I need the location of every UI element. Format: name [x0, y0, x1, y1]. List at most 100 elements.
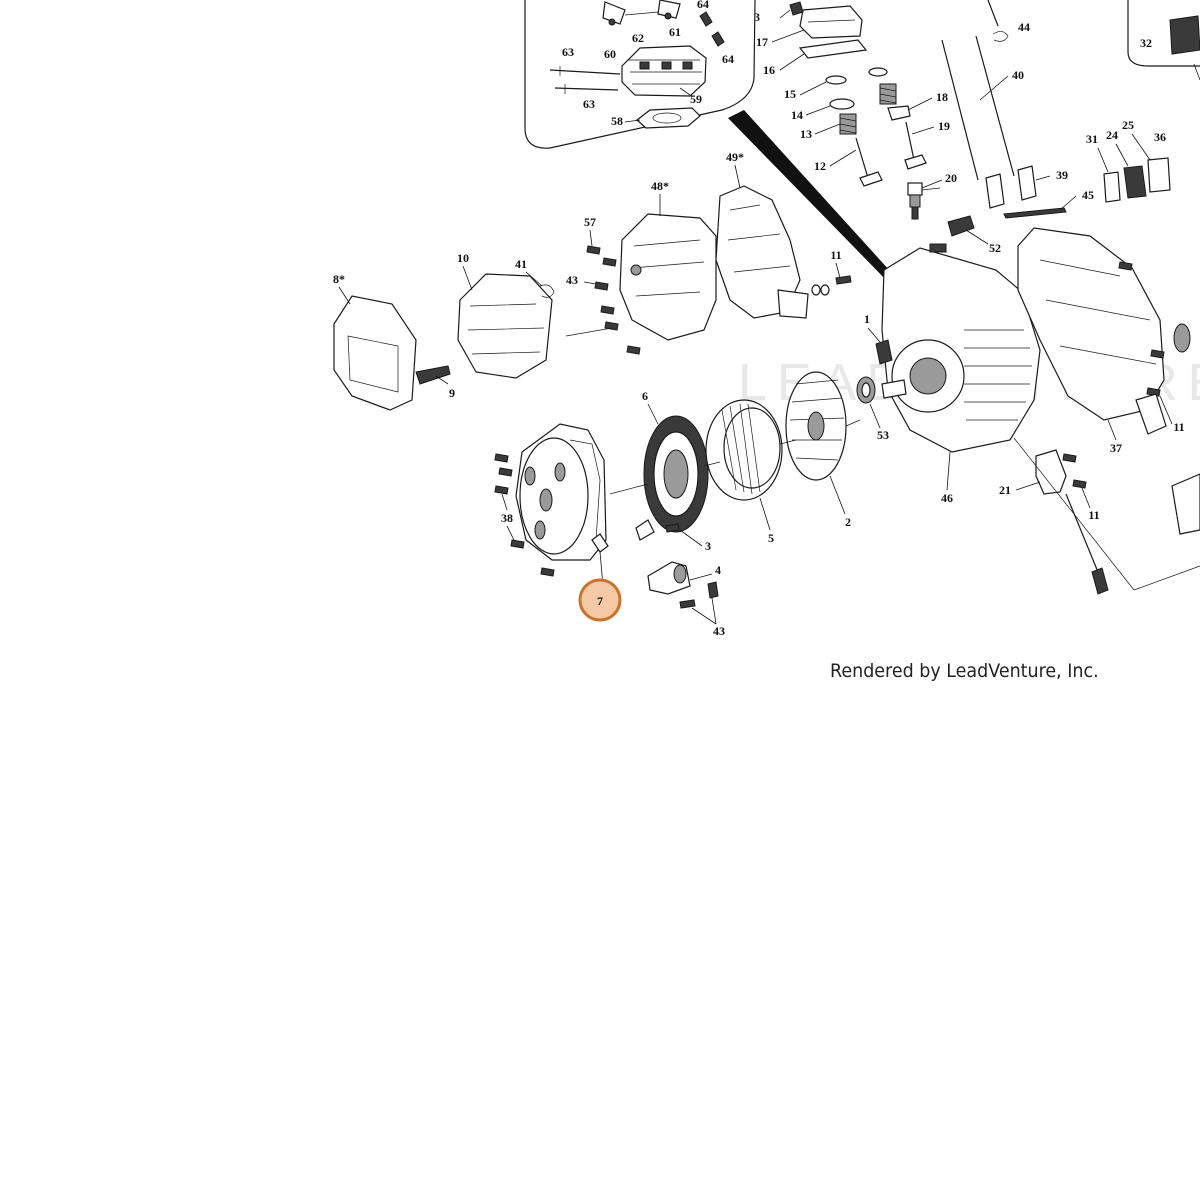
- callout-3a: 3: [754, 10, 760, 24]
- callout-8: 8*: [333, 272, 345, 286]
- callout-38: 38: [501, 511, 513, 525]
- gasket-31[interactable]: [1103, 171, 1121, 203]
- part-7-bracket[interactable]: [591, 533, 609, 553]
- hotspot-7[interactable]: 7: [578, 578, 622, 622]
- callout-59: 59: [690, 92, 702, 106]
- callout-16: 16: [763, 63, 775, 77]
- spring-seat-14[interactable]: [829, 98, 855, 110]
- callout-45: 45: [1082, 188, 1094, 202]
- carburetor-32[interactable]: [1169, 15, 1200, 55]
- bracket-3-lower[interactable]: [635, 519, 680, 541]
- callout-25: 25: [1122, 118, 1134, 132]
- callout-11b: 11: [1173, 420, 1184, 434]
- engine-block-46[interactable]: [881, 243, 1041, 453]
- callout-37: 37: [1110, 441, 1122, 455]
- callout-48: 48*: [651, 179, 669, 193]
- screws-38[interactable]: [494, 453, 555, 577]
- air-cleaner-cover-8[interactable]: [333, 295, 417, 411]
- head-gasket-58[interactable]: [636, 107, 701, 129]
- callout-9: 9: [449, 386, 455, 400]
- insulator-24[interactable]: [1123, 165, 1147, 199]
- cylinder-head-59[interactable]: [621, 45, 707, 97]
- mount-4[interactable]: [647, 561, 691, 595]
- callout-21: 21: [999, 483, 1011, 497]
- credit-text: Rendered by LeadVenture, Inc.: [830, 660, 1099, 682]
- retainer-15[interactable]: [825, 75, 847, 85]
- callout-4: 4: [715, 563, 721, 577]
- air-filter-assembly: 8* 10 41 9: [333, 251, 555, 411]
- end-cover-38[interactable]: [515, 423, 607, 561]
- valve-seal-18[interactable]: [887, 105, 911, 121]
- cover-48[interactable]: [619, 213, 717, 341]
- cylinder-head-inset: 64 62 61 60 63 63 59 64 58: [524, 0, 756, 149]
- strip-45[interactable]: [1003, 207, 1067, 219]
- tappets-39[interactable]: [985, 165, 1037, 209]
- callout-36: 36: [1154, 130, 1166, 144]
- screws-57[interactable]: [586, 245, 641, 355]
- callout-5: 5: [768, 531, 774, 545]
- callout-43a: 43: [566, 273, 578, 287]
- callout-62: 62: [632, 31, 644, 45]
- callout-40: 40: [1012, 68, 1024, 82]
- rotor-5[interactable]: [705, 399, 783, 501]
- callout-63a: 63: [562, 45, 574, 59]
- callout-60: 60: [604, 47, 616, 61]
- bolt-3-top[interactable]: [789, 1, 804, 16]
- callout-2: 2: [845, 515, 851, 529]
- callout-57: 57: [584, 215, 596, 229]
- bolts-11-right[interactable]: [1062, 261, 1165, 489]
- callout-13: 13: [800, 127, 812, 141]
- callout-24: 24: [1106, 128, 1118, 142]
- callout-53: 53: [877, 428, 889, 442]
- callout-39: 39: [1056, 168, 1068, 182]
- valves-12-19[interactable]: [855, 121, 927, 187]
- gasket-25[interactable]: [1147, 157, 1171, 193]
- right-edge-parts[interactable]: [1135, 323, 1200, 535]
- valve-springs-13[interactable]: [839, 83, 897, 135]
- callout-49: 49*: [726, 150, 744, 164]
- callout-58: 58: [611, 114, 623, 128]
- callout-64: 64: [697, 0, 709, 11]
- bolts-43-lower[interactable]: [679, 581, 719, 609]
- stator-6[interactable]: [643, 415, 709, 533]
- rocker-cover-17[interactable]: [799, 5, 863, 39]
- callout-3b: 3: [705, 539, 711, 553]
- pushrods-40[interactable]: [941, 0, 1015, 181]
- gasket-41[interactable]: [539, 284, 555, 298]
- callout-20: 20: [945, 171, 957, 185]
- spark-plug-20[interactable]: [907, 182, 941, 220]
- callout-52: 52: [989, 241, 1001, 255]
- callout-32: 32: [1140, 36, 1152, 50]
- callout-17: 17: [756, 35, 768, 49]
- bolts-11-upper[interactable]: [811, 275, 852, 296]
- callout-41: 41: [515, 257, 527, 271]
- studs-64[interactable]: [699, 11, 725, 47]
- oil-sensor-21[interactable]: [1035, 449, 1109, 595]
- callout-12: 12: [814, 159, 826, 173]
- callout-46: 46: [941, 491, 953, 505]
- callout-64b: 64: [722, 52, 734, 66]
- clip-44[interactable]: [992, 31, 1009, 42]
- bracket-52[interactable]: [947, 215, 975, 237]
- rocker-parts-60-62[interactable]: [602, 0, 681, 26]
- callout-15: 15: [784, 87, 796, 101]
- hotspot-circle[interactable]: [578, 578, 622, 622]
- bolt-1[interactable]: [875, 339, 893, 365]
- callout-18: 18: [936, 90, 948, 104]
- callout-11a: 11: [830, 248, 841, 262]
- callout-6: 6: [642, 389, 648, 403]
- callout-10: 10: [457, 251, 469, 265]
- callout-7: 7: [597, 594, 603, 608]
- covers-48-49: 48* 49* 57 43 11: [566, 150, 852, 355]
- valve-train-parts: 3 17 16 15 14 13 12 18 19 20 52 44 40 39…: [754, 0, 1200, 255]
- flywheel-2[interactable]: [785, 371, 847, 481]
- callout-63b: 63: [583, 97, 595, 111]
- clip-9[interactable]: [415, 365, 451, 385]
- studs-63[interactable]: [549, 66, 621, 94]
- callout-61: 61: [669, 25, 681, 39]
- callout-14: 14: [791, 108, 803, 122]
- callout-11c: 11: [1088, 508, 1099, 522]
- callout-43b: 43: [713, 624, 725, 638]
- cover-gasket-16[interactable]: [798, 39, 868, 59]
